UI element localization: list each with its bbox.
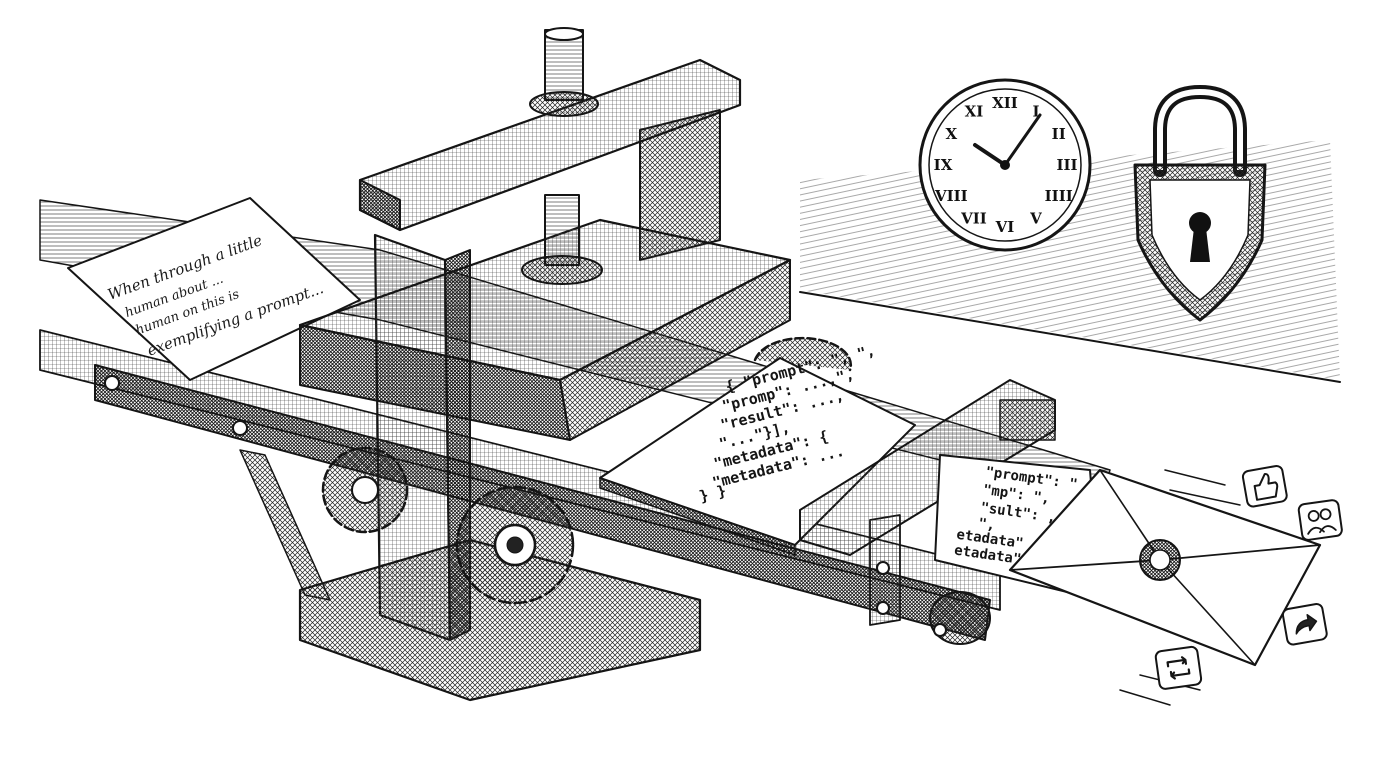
exit-line: ", — [977, 516, 996, 534]
clock-numeral: I — [1032, 102, 1039, 120]
clock-numeral: V — [1029, 210, 1042, 228]
clock-numeral: IX — [934, 156, 953, 174]
exit-gate — [799, 379, 1056, 556]
clock-numeral: XII — [992, 94, 1018, 112]
like-icon — [1241, 465, 1288, 508]
clock-numeral: VI — [995, 218, 1015, 236]
press-platen — [298, 194, 792, 441]
clock-numeral: IIII — [1045, 187, 1073, 205]
envelope — [1008, 468, 1322, 706]
padlock-icon — [1133, 85, 1267, 322]
json-sheet: { "prompt": ", ", "promp": ...,", "resul… — [599, 341, 916, 556]
clock-numeral: XI — [965, 102, 984, 120]
repost-icon — [1154, 645, 1203, 690]
clock-numeral: VII — [960, 210, 987, 228]
clock-numeral: VIII — [934, 187, 968, 205]
users-icon — [1297, 499, 1343, 541]
clock-numeral: X — [945, 125, 957, 143]
share-icon — [1281, 603, 1328, 646]
clock-numeral: II — [1052, 125, 1066, 143]
gear-wheels — [321, 336, 853, 605]
clock-numeral: III — [1056, 156, 1077, 174]
